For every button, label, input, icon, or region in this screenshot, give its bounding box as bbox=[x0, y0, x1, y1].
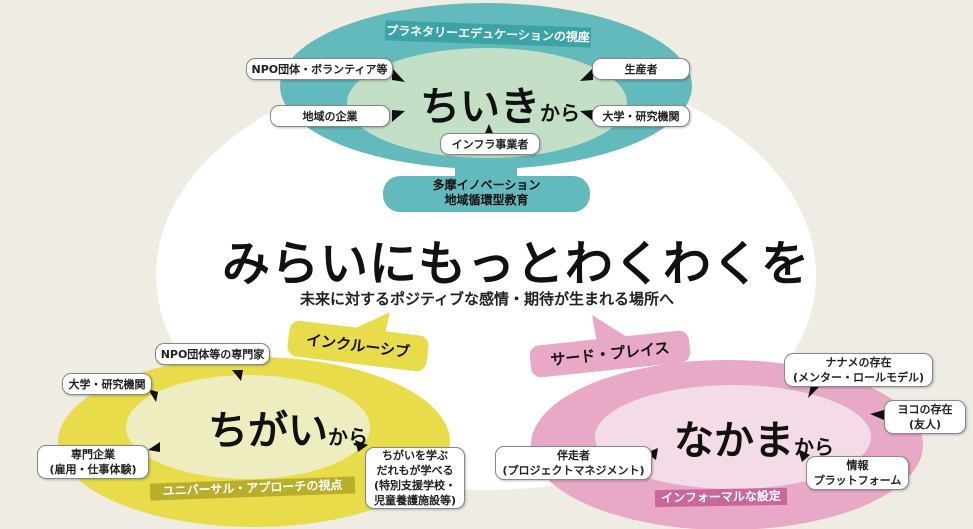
connector-tab: 多摩イノベーション 地域循環型教育 bbox=[383, 176, 590, 212]
right-inner-ellipse bbox=[595, 385, 871, 489]
right-main-label: なかまから bbox=[674, 408, 834, 466]
box-left-universities: 大学・研究機関 bbox=[62, 373, 152, 395]
right-suffix: から bbox=[794, 435, 834, 459]
left-suffix: から bbox=[328, 425, 368, 449]
box-specialist-companies: 専門企業 (雇用・仕事体験) bbox=[37, 445, 149, 479]
box-mentor: ナナメの存在 (メンター・ロールモデル) bbox=[784, 353, 933, 387]
connector-line-1: 多摩イノベーション bbox=[432, 178, 541, 192]
line: 情報 bbox=[846, 459, 869, 472]
line: プラットフォーム bbox=[813, 474, 902, 487]
top-suffix: から bbox=[540, 101, 580, 125]
top-stem bbox=[455, 160, 517, 180]
top-main-label: ちいきから bbox=[420, 74, 580, 132]
connector-line-2: 地域循環型教育 bbox=[444, 193, 529, 207]
left-inner-ellipse bbox=[126, 375, 370, 479]
box-npo: NPO団体・ボランティア等 bbox=[246, 58, 393, 80]
line: (特別支援学校・ bbox=[373, 479, 457, 492]
line: (友人) bbox=[908, 418, 942, 431]
box-special-schools: ちがいを学ぶだれもが学べる (特別支援学校・児童養護施設等) bbox=[365, 447, 465, 509]
box-npo-experts: NPO団体等の専門家 bbox=[155, 343, 270, 365]
line: だれもが学べる bbox=[376, 464, 454, 477]
left-main-label: ちがいから bbox=[208, 398, 368, 456]
box-universities: 大学・研究機関 bbox=[592, 105, 690, 127]
subtitle: 未来に対するポジティブな感情・期待が生まれる場所へ bbox=[299, 290, 675, 308]
line: (メンター・ロールモデル) bbox=[792, 371, 925, 384]
box-project-manager: 伴走者 (プロジェクトマネジメント) bbox=[495, 446, 652, 480]
left-main-text: ちがい bbox=[208, 408, 328, 454]
arrows bbox=[148, 68, 884, 462]
box-infrastructure: インフラ事業者 bbox=[440, 133, 540, 155]
line: 伴走者 bbox=[557, 449, 590, 462]
box-info-platform: 情報プラットフォーム bbox=[806, 456, 909, 490]
box-local-companies: 地域の企業 bbox=[270, 105, 390, 127]
right-band-label: インフォーマルな設定 bbox=[654, 487, 788, 508]
box-friends: ヨコの存在 (友人) bbox=[884, 400, 966, 434]
line: ヨコの存在 bbox=[897, 403, 953, 416]
top-main-text: ちいき bbox=[420, 84, 540, 130]
right-main-text: なかま bbox=[674, 418, 794, 464]
line: 児童養護施設等) bbox=[373, 494, 457, 507]
line: 専門企業 bbox=[71, 448, 115, 461]
line: ナナメの存在 bbox=[825, 356, 892, 369]
line: (雇用・仕事体験) bbox=[49, 463, 137, 476]
main-title: みらいにもっとわくわくを bbox=[222, 236, 811, 292]
box-producers: 生産者 bbox=[592, 58, 690, 80]
line: ちがいを学ぶ bbox=[382, 449, 448, 462]
top-inner-ellipse bbox=[347, 48, 627, 158]
line: (プロジェクトマネジメント) bbox=[502, 464, 645, 477]
